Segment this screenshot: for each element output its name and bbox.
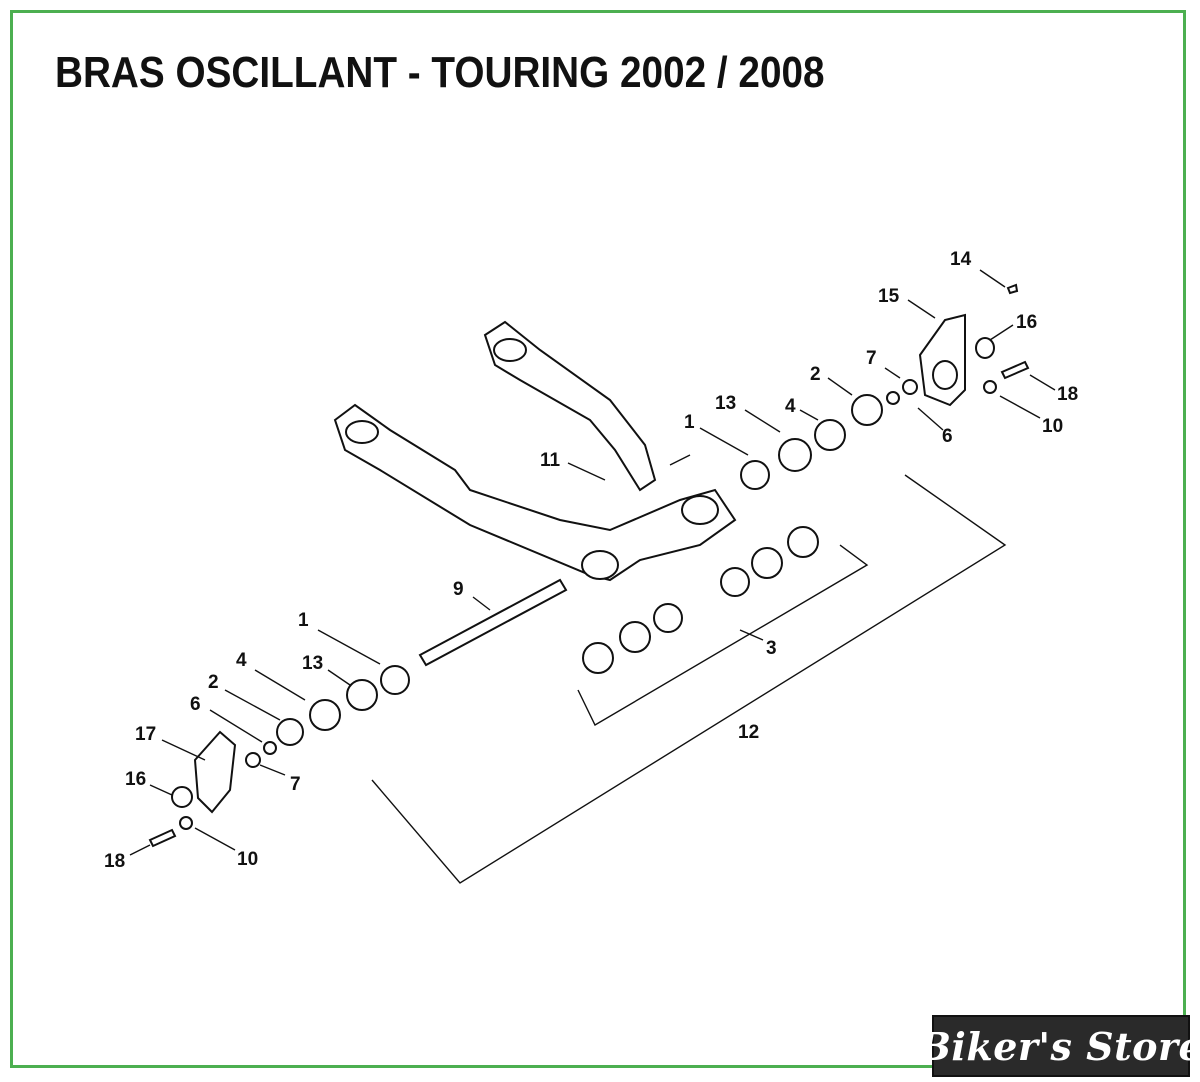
callout-18: 18 bbox=[1057, 384, 1078, 405]
callout-10-left: 10 bbox=[237, 849, 258, 870]
kit-brackets bbox=[371, 474, 1007, 884]
callout-7: 7 bbox=[866, 348, 877, 369]
callout-leaders: 14 15 16 7 2 18 13 4 1 6 10 11 9 3 12 1 … bbox=[104, 249, 1078, 872]
callout-9: 9 bbox=[453, 579, 464, 600]
callout-15: 15 bbox=[878, 286, 900, 307]
callout-10: 10 bbox=[1042, 416, 1063, 437]
callout-2-left: 2 bbox=[208, 672, 219, 693]
callout-13: 13 bbox=[715, 393, 736, 414]
callout-7-left: 7 bbox=[290, 774, 301, 795]
callout-4: 4 bbox=[785, 396, 796, 417]
callout-2: 2 bbox=[810, 364, 821, 385]
callout-3: 3 bbox=[766, 638, 777, 659]
left-side-parts bbox=[148, 665, 410, 848]
callout-13-left: 13 bbox=[302, 653, 323, 674]
callout-4-left: 4 bbox=[236, 650, 247, 671]
bushing-kit-parts bbox=[582, 526, 819, 674]
bikers-store-logo: Biker's Store bbox=[919, 1015, 1200, 1077]
callout-12: 12 bbox=[738, 722, 759, 743]
callout-16-left: 16 bbox=[125, 769, 146, 790]
diagram-frame bbox=[10, 10, 1186, 1068]
right-side-parts bbox=[740, 283, 1030, 490]
callout-6: 6 bbox=[942, 426, 953, 447]
swingarm bbox=[333, 320, 737, 582]
callout-1-left: 1 bbox=[298, 610, 309, 631]
callout-6-left: 6 bbox=[190, 694, 201, 715]
callout-14: 14 bbox=[950, 249, 972, 270]
brand-label: Biker's Store bbox=[918, 1023, 1200, 1069]
pivot-shaft bbox=[418, 578, 568, 667]
callout-17: 17 bbox=[135, 724, 156, 745]
callout-16: 16 bbox=[1016, 312, 1037, 333]
callout-1: 1 bbox=[684, 412, 695, 433]
callout-18-left: 18 bbox=[104, 851, 125, 872]
callout-11: 11 bbox=[540, 450, 561, 471]
diagram-title: BRAS OSCILLANT - TOURING 2002 / 2008 bbox=[55, 48, 825, 97]
